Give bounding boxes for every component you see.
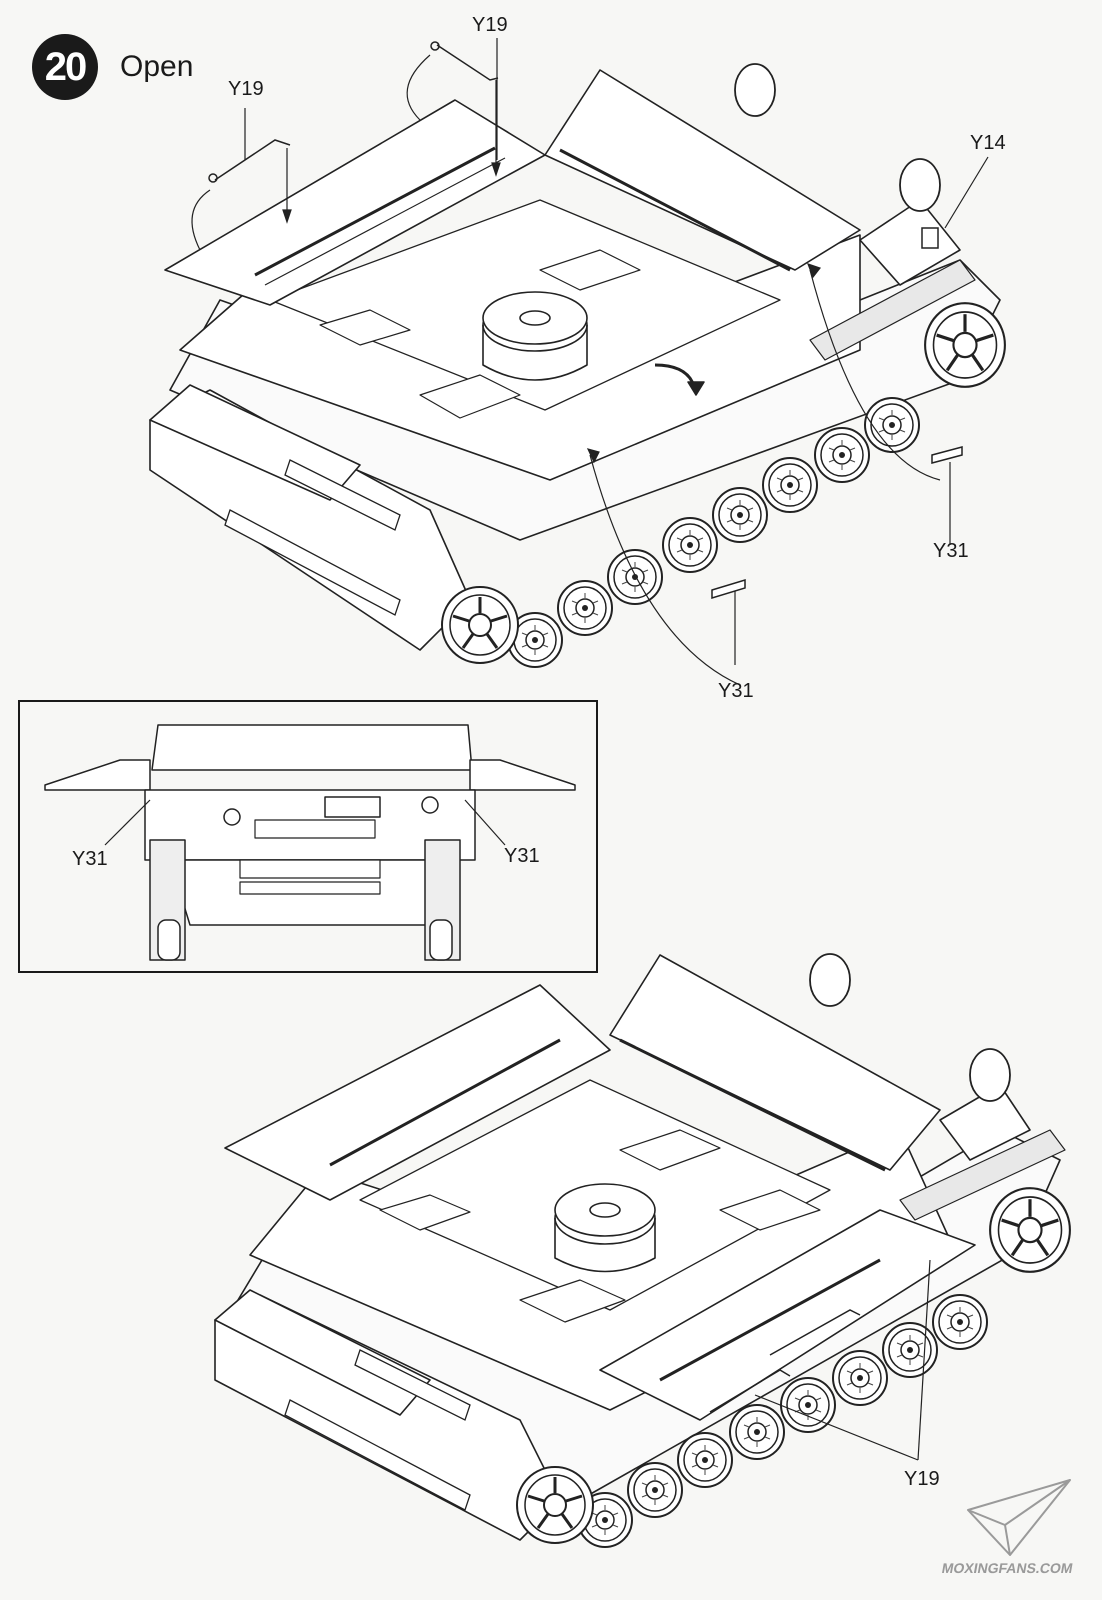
inset-leader-lines <box>104 799 506 846</box>
callout-inset-right-y31: Y31 <box>504 845 540 867</box>
hull-top-view <box>149 69 1001 651</box>
idler-wheel-bottom <box>988 1186 1072 1274</box>
idler-wheel <box>923 301 1007 389</box>
callout-bottom-y31: Y31 <box>718 680 754 702</box>
leader-lines <box>191 38 989 686</box>
part-y14-top <box>921 227 939 249</box>
callout-right-y31: Y31 <box>933 540 969 562</box>
watermark-logo <box>967 1479 1071 1556</box>
callout-top-center-y19: Y19 <box>472 14 508 36</box>
spare-track-links-bottom <box>284 1349 471 1511</box>
part-y19-handles-bottom <box>709 1309 861 1413</box>
return-rollers-bottom <box>809 953 1011 1102</box>
callout-lower-y19: Y19 <box>904 1468 940 1490</box>
rear-view-inset-frame <box>18 700 598 973</box>
return-rollers <box>734 63 941 212</box>
inset-rear-view <box>44 724 576 961</box>
step-title: Open <box>120 50 194 83</box>
hull-bottom-view <box>214 954 1066 1541</box>
leader-lines-bottom <box>754 1259 931 1461</box>
part-y31-plates-top <box>711 446 963 600</box>
callout-inset-left-y31: Y31 <box>72 848 108 870</box>
drive-sprocket-bottom <box>515 1465 595 1545</box>
step-number-badge: 20 <box>32 34 98 100</box>
callout-top-right-y14: Y14 <box>970 132 1006 154</box>
spare-track-links-top <box>224 459 401 616</box>
part-y19-handles-top <box>208 41 499 183</box>
callout-top-left-y19: Y19 <box>228 78 264 100</box>
drive-sprocket-top <box>440 585 520 665</box>
watermark-text: MOXINGFANS.COM <box>940 1560 1075 1576</box>
